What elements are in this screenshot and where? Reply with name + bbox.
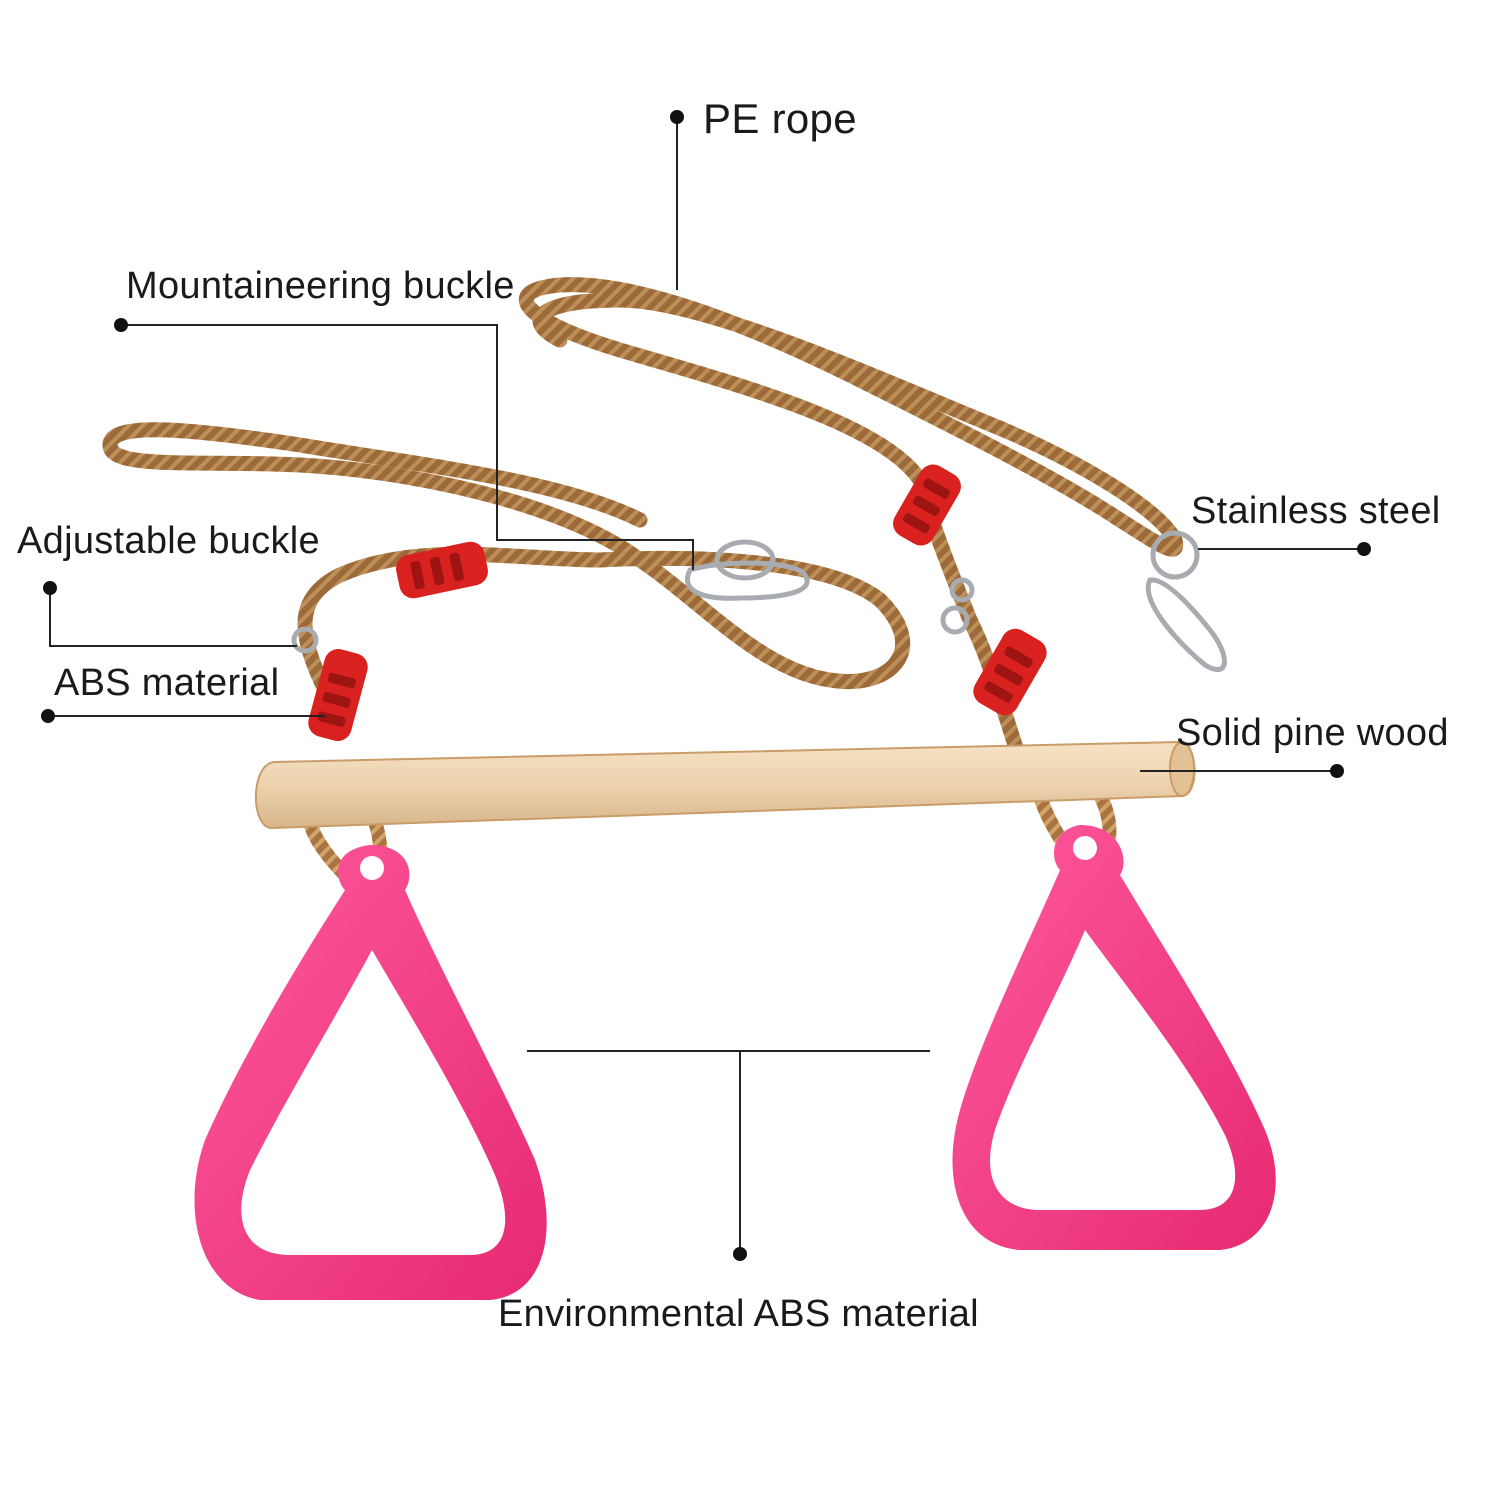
dot-adjustable-buckle (43, 581, 57, 595)
dot-pe-rope (670, 110, 684, 124)
pine-wood-bar (254, 740, 1196, 830)
dot-environmental-abs (733, 1247, 747, 1261)
dot-abs-material (41, 709, 55, 723)
label-pe-rope: PE rope (703, 95, 857, 142)
label-mountaineering-buckle: Mountaineering buckle (126, 265, 515, 307)
label-abs-material: ABS material (54, 662, 280, 704)
dot-stainless-steel (1357, 542, 1371, 556)
callout-dots (41, 110, 1371, 1261)
dot-mountaineering-buckle (114, 318, 128, 332)
label-adjustable-buckle: Adjustable buckle (17, 520, 320, 562)
label-solid-pine-wood: Solid pine wood (1176, 712, 1449, 754)
dot-solid-pine-wood (1330, 764, 1344, 778)
red-adjustable-buckles (308, 464, 1047, 742)
stainless-steel-hardware (291, 530, 1227, 672)
callout-lines (48, 117, 1364, 1254)
left-handle (194, 845, 547, 1300)
right-handle (952, 825, 1276, 1250)
label-environmental-abs-material: Environmental ABS material (498, 1293, 979, 1335)
label-stainless-steel: Stainless steel (1191, 490, 1441, 532)
